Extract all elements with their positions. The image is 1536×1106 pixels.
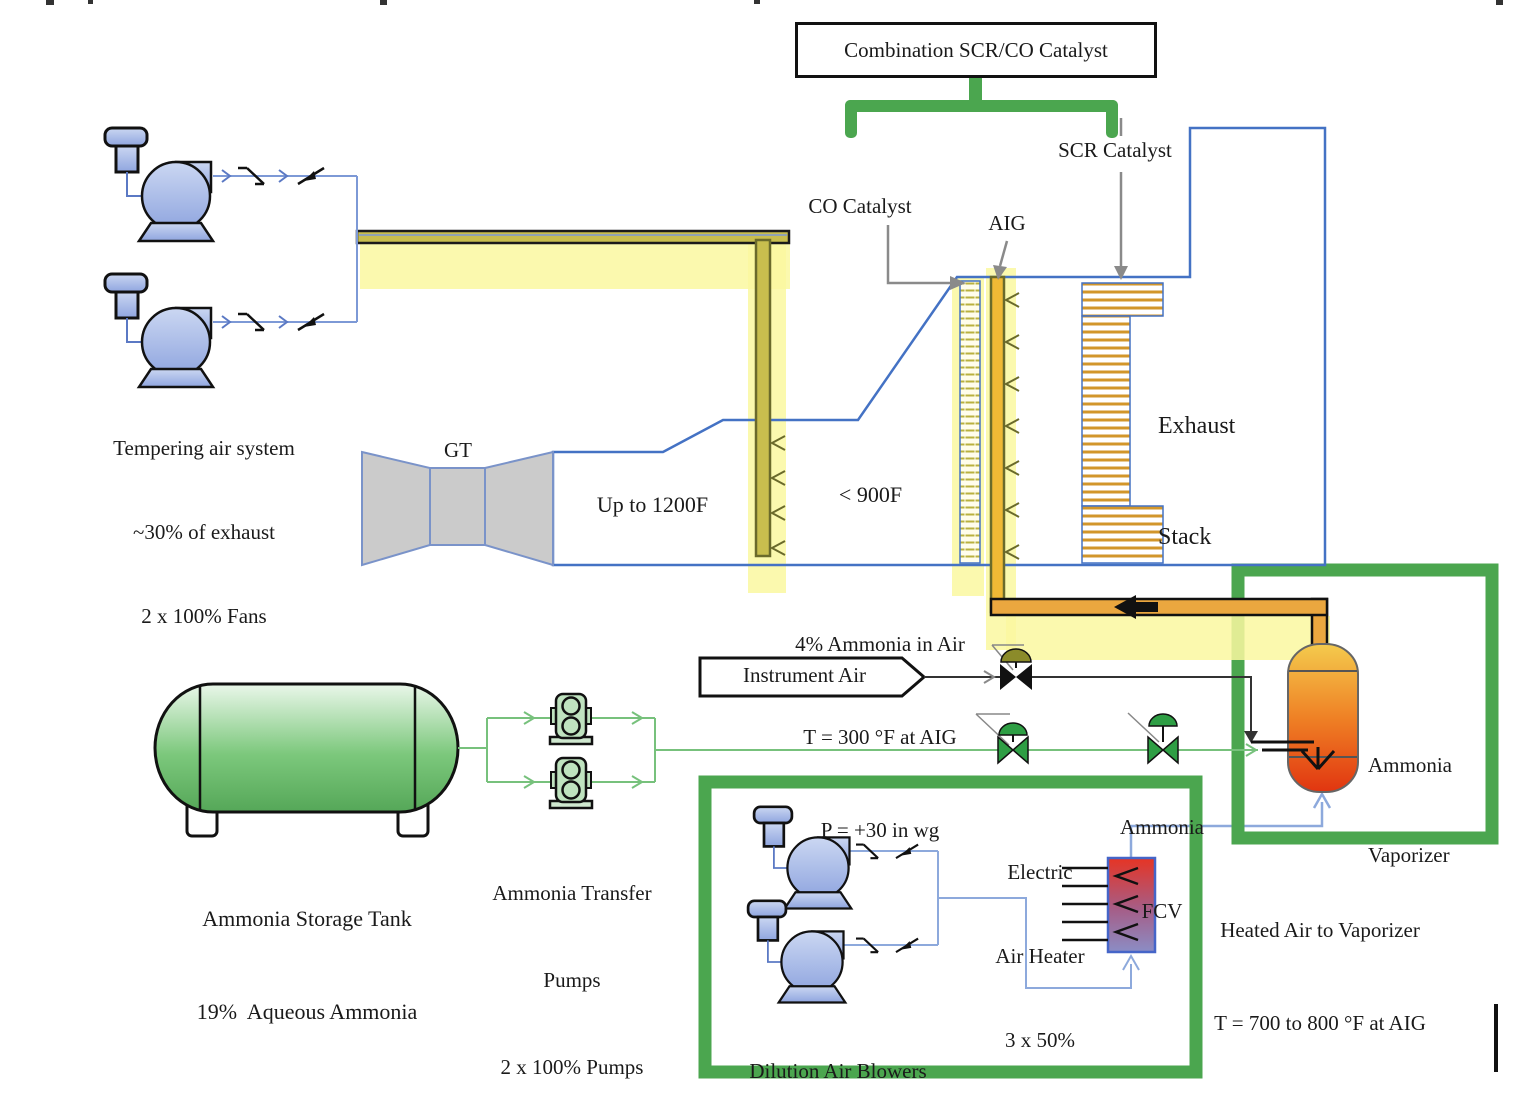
- ammonia-transfer-pump-2: [548, 756, 594, 810]
- vaporizer-skid-box: [1231, 563, 1499, 845]
- dilution-air-piping: [840, 850, 1140, 989]
- dilution-blowers-label: Dilution Air Blowers 2 x 100% Blowers: [749, 1059, 927, 1083]
- heater-elements: [1062, 866, 1139, 942]
- sparger-icon: [1300, 747, 1336, 770]
- ammonia-air-pipe: [989, 595, 1329, 650]
- instrument-air-tag: [698, 656, 927, 698]
- co-catalyst-label: CO Catalyst: [808, 194, 912, 218]
- tempering-air-pipe: [355, 229, 791, 558]
- ia-control-valve: [991, 644, 1032, 690]
- exhaust-stack-label: Exhaust Stack: [1158, 413, 1236, 550]
- tempering-fan-piping: [213, 169, 358, 329]
- heated-air-line: [1129, 791, 1332, 858]
- tempering-air-label: Tempering air system ~30% of exhaust 2 x…: [113, 436, 295, 628]
- heated-air-label: Heated Air to Vaporizer T = 700 to 800 °…: [1214, 918, 1426, 1106]
- electric-air-heater: [1062, 856, 1157, 954]
- scr-catalyst-column: [1081, 282, 1164, 564]
- duct-inlet-temp-label: Up to 1200F: [596, 492, 709, 517]
- crop-artifacts: [46, 0, 1503, 5]
- ammonia-vaporizer-vessel: [1287, 643, 1359, 793]
- vaporizer-inlet-lines: [1251, 740, 1336, 770]
- aig-label: AIG: [988, 211, 1026, 235]
- dilution-air-skid-box: [698, 775, 1203, 1079]
- crop-artifact-bar: [1494, 1004, 1498, 1072]
- scope-brace: [845, 77, 1118, 138]
- instrument-air-label: Instrument Air: [742, 663, 867, 687]
- gas-turbine: [361, 450, 554, 567]
- electric-heater-label: Electric Air Heater 3 x 50%: [995, 860, 1085, 1052]
- dilution-blower-2: [746, 899, 847, 1004]
- ammonia-storage-tank: [153, 682, 460, 838]
- co-catalyst-column: [959, 280, 981, 564]
- ammonia-transfer-pump-1: [548, 692, 594, 746]
- exhaust-duct-outline: [551, 126, 1327, 567]
- tempering-fan-1: [103, 126, 215, 243]
- ammonia-fcv-label: Ammonia FCV: [1120, 815, 1204, 923]
- down-arrow: [1244, 731, 1258, 743]
- ammonia-block-valve: [975, 713, 1029, 765]
- ammonia-fcv-valve: [1127, 712, 1179, 765]
- flow-arrow-left: [1114, 595, 1158, 619]
- title-box: Combination SCR/CO Catalyst: [795, 22, 1157, 78]
- gt-label: GT: [444, 438, 472, 462]
- scr-catalyst-label: SCR Catalyst: [1058, 138, 1172, 162]
- instrument-air-line: [924, 670, 1252, 733]
- tempering-fan-2: [103, 272, 215, 389]
- aig-conditions-label: 4% Ammonia in Air T = 300 °F at AIG P = …: [795, 632, 965, 842]
- transfer-pumps-label: Ammonia Transfer Pumps 2 x 100% Pumps: [492, 881, 652, 1079]
- storage-tank-label: Ammonia Storage Tank 19% Aqueous Ammonia: [196, 906, 418, 1024]
- vaporizer-label: Ammonia Vaporizer: [1368, 753, 1452, 867]
- duct-after-temp-label: < 900F: [838, 482, 903, 507]
- leader-arrows: [886, 118, 1128, 290]
- title-box-label: Combination SCR/CO Catalyst: [844, 37, 1108, 62]
